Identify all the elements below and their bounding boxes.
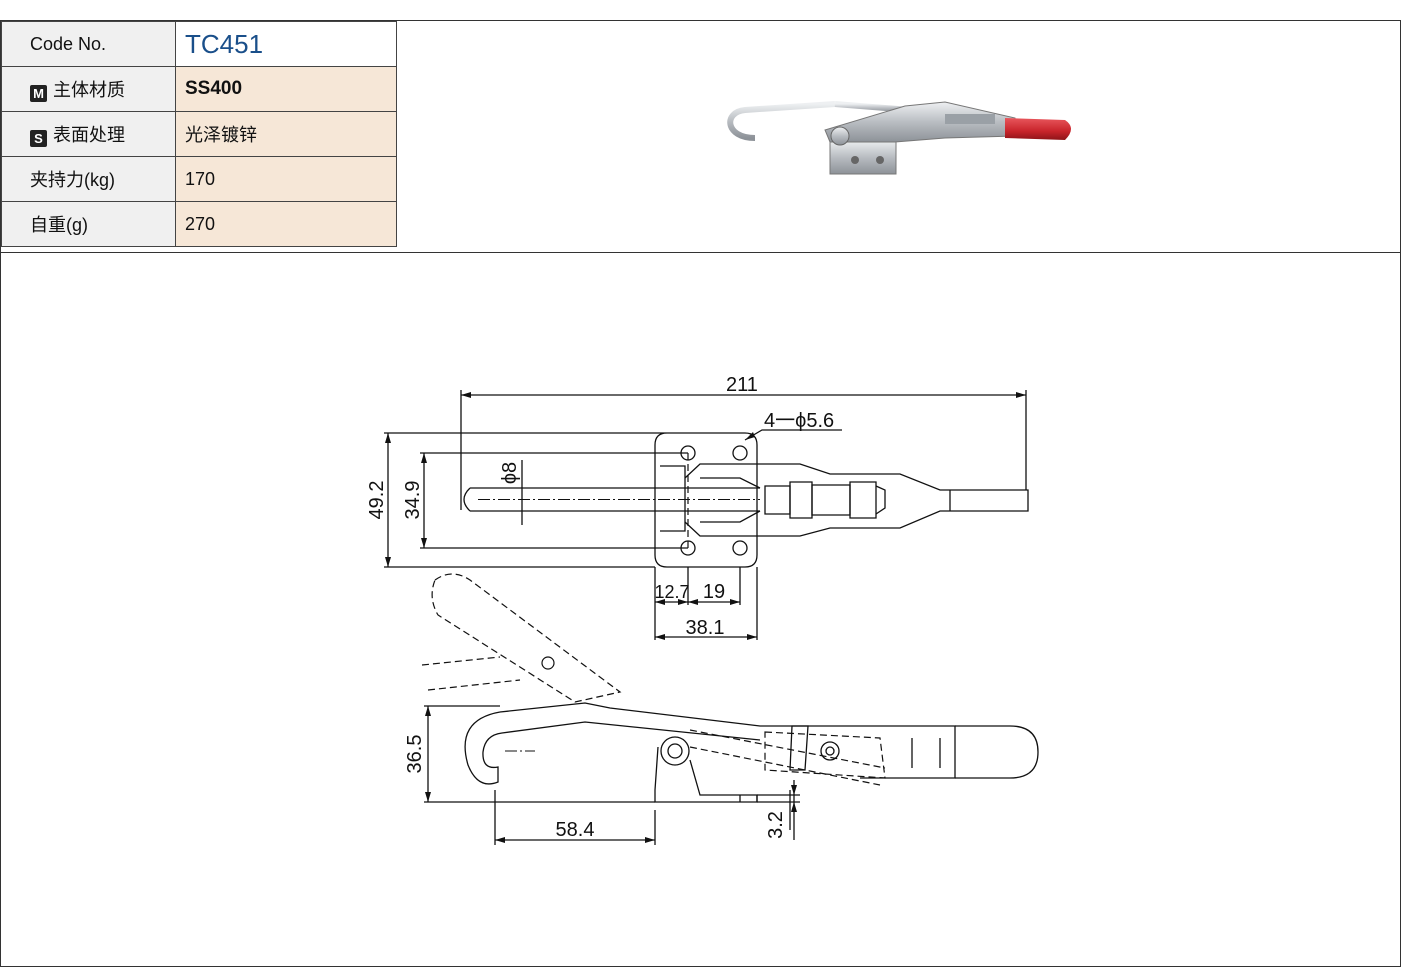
spec-label: 夹持力(kg) xyxy=(1,156,176,202)
dim-19: 19 xyxy=(703,581,725,603)
dim-49-2: 49.2 xyxy=(366,481,388,520)
spec-value-code: TC451 xyxy=(175,21,397,67)
dim-3-2: 3.2 xyxy=(765,811,787,839)
dim-211: 211 xyxy=(726,374,758,396)
spec-label: Code No. xyxy=(1,21,176,67)
spec-value-weight: 270 xyxy=(175,201,397,247)
dim-36-5: 36.5 xyxy=(404,735,426,774)
spec-row-force: 夹持力(kg) 170 xyxy=(1,156,397,202)
spec-label: 自重(g) xyxy=(1,201,176,247)
dim-holes: 4一ϕ5.6 xyxy=(764,410,834,432)
dim-58-4: 58.4 xyxy=(556,819,595,841)
surface-badge-icon: S xyxy=(30,130,47,147)
spec-value-force: 170 xyxy=(175,156,397,202)
section-divider xyxy=(0,252,1401,253)
dim-38-1: 38.1 xyxy=(686,617,725,639)
dim-12-7: 12.7 xyxy=(654,582,689,602)
spec-row-code: Code No. TC451 xyxy=(1,21,397,67)
toggle-clamp-photo-icon xyxy=(727,101,1071,175)
spec-row-weight: 自重(g) 270 xyxy=(1,201,397,247)
material-badge-icon: M xyxy=(30,85,47,102)
dim-34-9: 34.9 xyxy=(402,481,424,520)
spec-value-surface: 光泽镀锌 xyxy=(175,111,397,157)
spec-value-material: SS400 xyxy=(175,66,397,112)
dim-phi8: ϕ8 xyxy=(499,462,521,484)
technical-drawing: 211 4一ϕ5.6 49.2 34.9 ϕ8 12.7 19 38.1 36.… xyxy=(366,374,1039,845)
